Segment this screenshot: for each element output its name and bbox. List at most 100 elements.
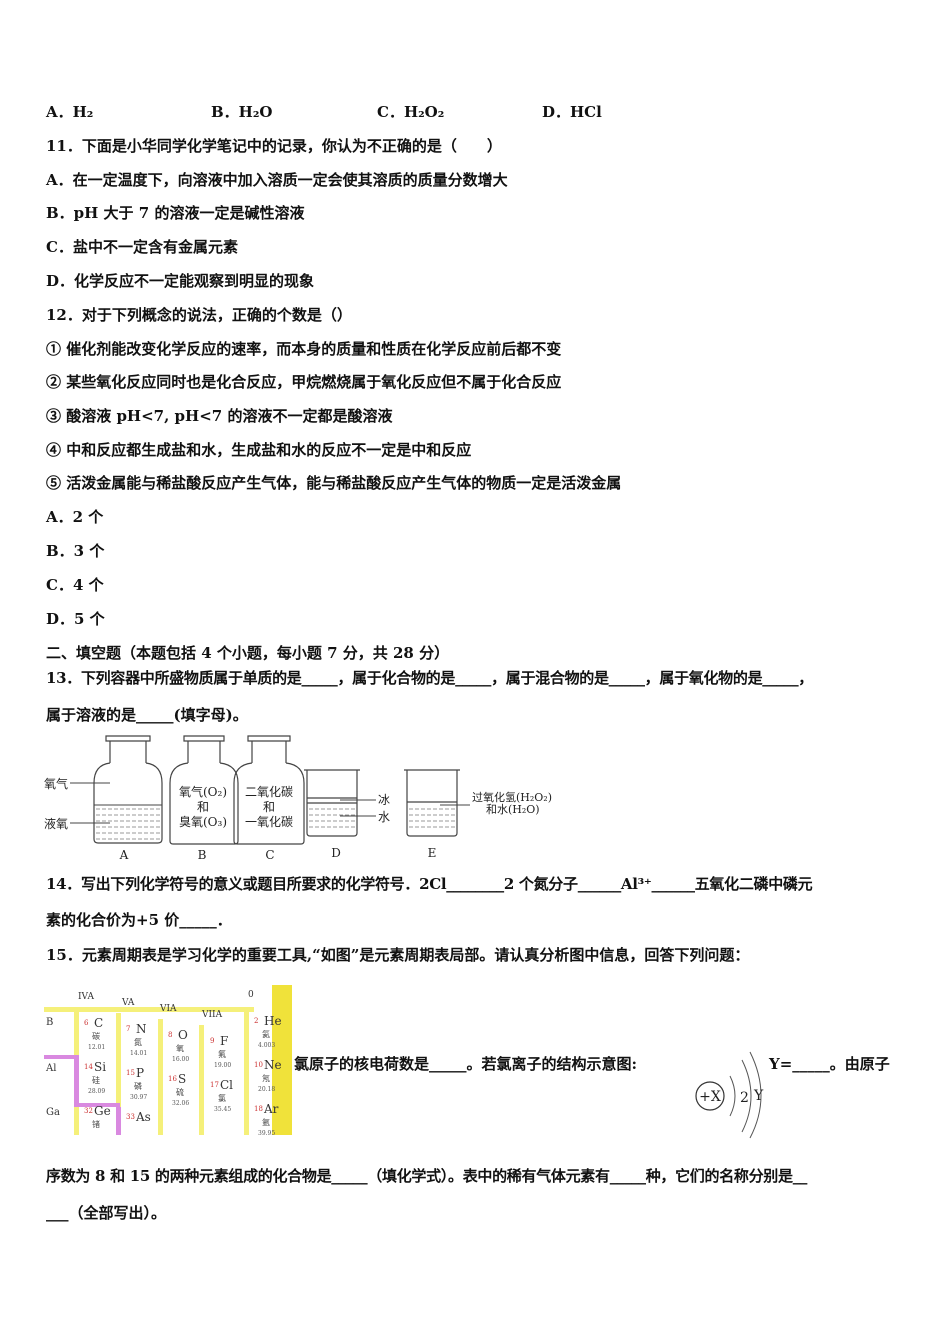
svg-text:Si: Si [94, 1060, 106, 1074]
label-ice: 冰 [378, 793, 390, 807]
q11-option-d: D．化学反应不一定能观察到明显的现象 [46, 272, 315, 290]
label-oxygen: 氧气 [44, 776, 68, 791]
q12-statement-4: ④ 中和反应都生成盐和水，生成盐和水的反应不一定是中和反应 [46, 441, 472, 459]
svg-text:锗: 锗 [92, 1119, 100, 1129]
svg-text:35.45: 35.45 [214, 1106, 231, 1113]
svg-text:Ar: Ar [263, 1102, 279, 1116]
jar-c-line3: 一氧化碳 [245, 815, 293, 829]
jar-c-line2: 和 [263, 800, 275, 814]
section-heading: 二、填空题（本题包括 4 个小题，每小题 7 分，共 28 分） [46, 644, 450, 662]
label-e: E [428, 846, 437, 860]
chloride-ion-structure-diagram: +X 2 Y [695, 1051, 764, 1139]
svg-text:氮: 氮 [134, 1037, 142, 1047]
svg-text:C: C [94, 1016, 103, 1030]
svg-text:28.09: 28.09 [88, 1088, 105, 1095]
svg-text:F: F [220, 1034, 228, 1048]
svg-text:氧: 氧 [176, 1043, 184, 1053]
q10-option-d: D．HCl [542, 103, 602, 121]
group-header-iva: IVA [78, 992, 94, 1002]
svg-text:S: S [178, 1072, 186, 1086]
svg-text:19.00: 19.00 [214, 1062, 231, 1069]
svg-text:氦: 氦 [262, 1029, 270, 1039]
jar-b-line1: 氧气(O₂) [179, 784, 227, 799]
cell-b: B [46, 1017, 53, 1028]
label-c: C [265, 848, 274, 862]
cell-al: Al [45, 1063, 56, 1074]
q12-statement-5: ⑤ 活泼金属能与稀盐酸反应产生气体，能与稀盐酸反应产生气体的物质一定是活泼金属 [46, 474, 622, 492]
svg-text:14.01: 14.01 [130, 1050, 147, 1057]
q14-line2: 素的化合价为+5 价_____． [46, 911, 232, 929]
svg-text:磷: 磷 [134, 1081, 142, 1091]
svg-text:17: 17 [210, 1081, 219, 1089]
svg-text:6: 6 [84, 1019, 89, 1027]
svg-text:33: 33 [126, 1113, 135, 1121]
group-header-0: 0 [248, 990, 254, 1000]
q11-option-b: B．pH 大于 7 的溶液一定是碱性溶液 [46, 204, 305, 222]
svg-text:30.97: 30.97 [130, 1094, 147, 1101]
q15-y-blank: Y=_____。由原子 [769, 1055, 890, 1073]
svg-text:Ge: Ge [94, 1104, 111, 1118]
svg-text:32.06: 32.06 [172, 1100, 189, 1107]
svg-text:18: 18 [254, 1105, 263, 1113]
label-b: B [198, 848, 207, 862]
q12-option-a: A．2 个 [46, 508, 104, 526]
svg-text:7: 7 [126, 1025, 130, 1033]
svg-text:Cl: Cl [220, 1078, 233, 1092]
jar-e-line2: 和水(H₂O) [486, 803, 540, 816]
q12-option-b: B．3 个 [46, 542, 105, 560]
svg-text:16.00: 16.00 [172, 1056, 189, 1063]
q15-line3: ___（全部写出）。 [46, 1204, 167, 1222]
svg-text:硫: 硫 [176, 1087, 184, 1097]
q12-stem: 12．对于下列概念的说法，正确的个数是（） [46, 306, 352, 324]
group-header-viia: VIIA [201, 1010, 223, 1020]
svg-text:碳: 碳 [92, 1031, 100, 1041]
jar-e-line1: 过氧化氢(H₂O₂) [472, 790, 552, 804]
q14-line1: 14．写出下列化学符号的意义或题目所要求的化学符号．2Cl________2 个… [46, 875, 813, 893]
q15-stem: 15．元素周期表是学习化学的重要工具,“如图”是元素周期表局部。请认真分析图中信… [46, 946, 750, 964]
svg-text:硅: 硅 [92, 1075, 100, 1085]
svg-text:O: O [178, 1028, 188, 1042]
q13-line2: 属于溶液的是_____(填字母)。 [46, 706, 248, 724]
cell-ga: Ga [46, 1107, 60, 1118]
q12-statement-3: ③ 酸溶液 pH<7, pH<7 的溶液不一定都是酸溶液 [46, 407, 393, 425]
q13-line1: 13．下列容器中所盛物质属于单质的是_____，属于化合物的是_____，属于混… [46, 669, 813, 687]
jar-c-line1: 二氧化碳 [245, 785, 293, 799]
svg-text:P: P [136, 1066, 144, 1080]
jar-b-line2: 和 [197, 800, 209, 814]
group-header-va: VA [121, 998, 135, 1008]
svg-text:9: 9 [210, 1037, 214, 1045]
svg-text:15: 15 [126, 1069, 135, 1077]
svg-text:16: 16 [168, 1075, 177, 1083]
nucleus-label: +X [699, 1089, 721, 1105]
svg-text:4.003: 4.003 [258, 1042, 275, 1049]
label-a: A [119, 848, 129, 862]
svg-text:氖: 氖 [262, 1073, 270, 1083]
svg-text:39.95: 39.95 [258, 1130, 275, 1135]
svg-text:8: 8 [168, 1031, 172, 1039]
q12-statement-1: ① 催化剂能改变化学反应的速率，而本身的质量和性质在化学反应前后都不变 [46, 340, 562, 358]
q15-mid-text: 氯原子的核电荷数是_____。若氯离子的结构示意图: [294, 1055, 638, 1073]
svg-text:As: As [135, 1110, 151, 1124]
svg-text:14: 14 [84, 1063, 93, 1071]
label-d: D [331, 846, 341, 860]
q10-option-c: C．H₂O₂ [377, 103, 445, 121]
label-liquid-oxygen: 液氧 [44, 816, 68, 831]
svg-text:氟: 氟 [218, 1049, 226, 1059]
svg-text:氩: 氩 [262, 1117, 270, 1127]
group-header-via: VIA [159, 1004, 177, 1014]
q13-containers-figure: 氧气 液氧 氧气(O₂) 和 臭氧(O₃) 二氧化碳 和 一氧化碳 冰 水 过氧… [44, 735, 552, 862]
svg-text:10: 10 [254, 1061, 263, 1069]
q11-option-a: A．在一定温度下，向溶液中加入溶质一定会使其溶质的质量分数增大 [46, 171, 508, 189]
